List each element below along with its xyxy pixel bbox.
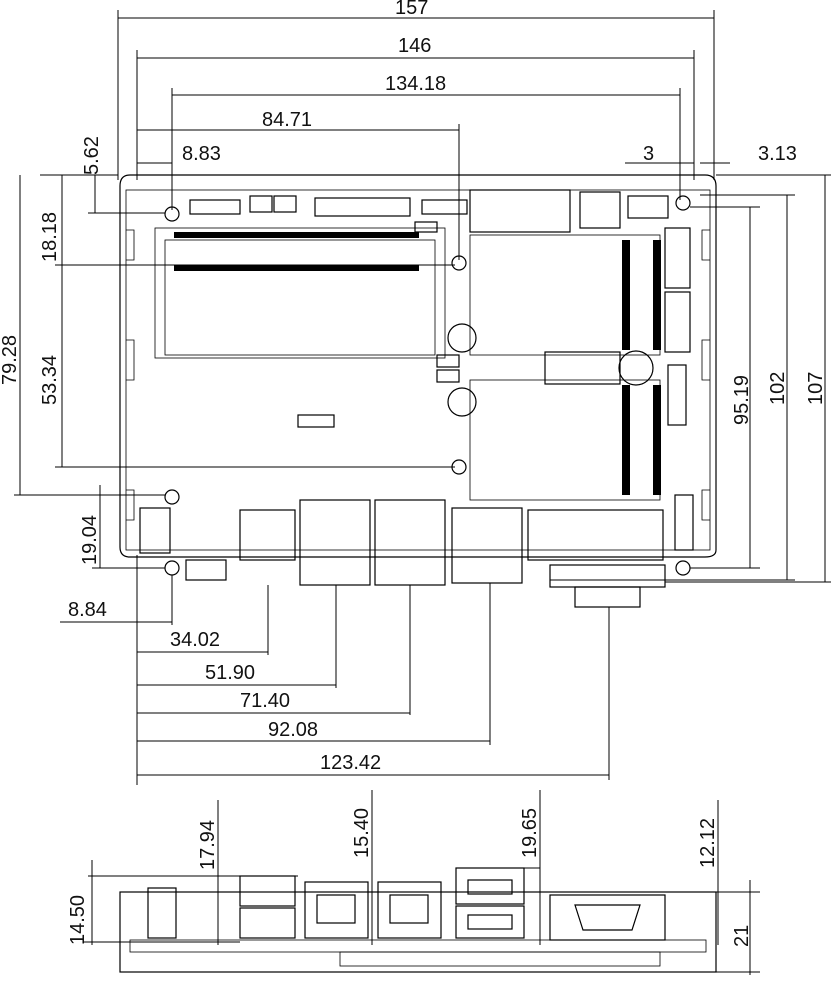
- dim-hole-offset: 8.84: [68, 599, 107, 621]
- dim-lower-hole: 19.04: [79, 515, 101, 565]
- dim-right-offset: 3: [643, 143, 654, 165]
- dim-hdmi: 92.08: [268, 719, 318, 741]
- mounting-holes: [164, 195, 691, 576]
- dim-right-mid: 102: [767, 372, 789, 405]
- board-front-view: [119, 867, 717, 973]
- top-horizontal-dimensions: 157 146 134.18 84.71 8.83 3 3.13: [117, 0, 797, 260]
- dim-middle-mount: 84.71: [262, 109, 312, 131]
- dim-hdmi-height: 19.65: [519, 808, 541, 858]
- front-view-dimensions: 17.94 15.40 19.65 12.12 14.50 21: [67, 790, 760, 975]
- dim-usb-height: 17.94: [197, 820, 219, 870]
- dim-com-height: 12.12: [697, 818, 719, 868]
- dim-lan-height: 15.40: [351, 808, 373, 858]
- dim-com: 123.42: [320, 752, 381, 774]
- sodimm-slot: [154, 227, 446, 359]
- dim-board-height: 21: [731, 925, 753, 947]
- dim-middle-span: 53.34: [39, 355, 61, 405]
- dim-left-height: 14.50: [67, 895, 89, 945]
- dim-top-hole: 5.62: [81, 136, 103, 175]
- top-vertical-dimensions: 5.62 18.18 79.28 53.34 95.19 102 107 19.…: [0, 136, 831, 583]
- board-top-view: [119, 174, 717, 608]
- dim-left-span: 79.28: [0, 335, 21, 385]
- dim-upper-hole: 18.18: [39, 212, 61, 262]
- dim-inner-mount-span: 134.18: [385, 73, 446, 95]
- dim-right-edge: 3.13: [758, 143, 797, 165]
- dim-vga: 34.02: [170, 629, 220, 651]
- dim-overall-width: 157: [395, 0, 428, 19]
- connector-dimensions: 8.84 34.02 51.90 71.40 92.08 123.42: [60, 555, 610, 785]
- dim-mount-span: 146: [398, 35, 431, 57]
- dim-left-offset: 8.83: [182, 143, 221, 165]
- dim-lan2: 71.40: [240, 690, 290, 712]
- dim-lan1: 51.90: [205, 662, 255, 684]
- dim-right-inner: 95.19: [731, 375, 753, 425]
- dim-overall-height: 107: [805, 372, 827, 405]
